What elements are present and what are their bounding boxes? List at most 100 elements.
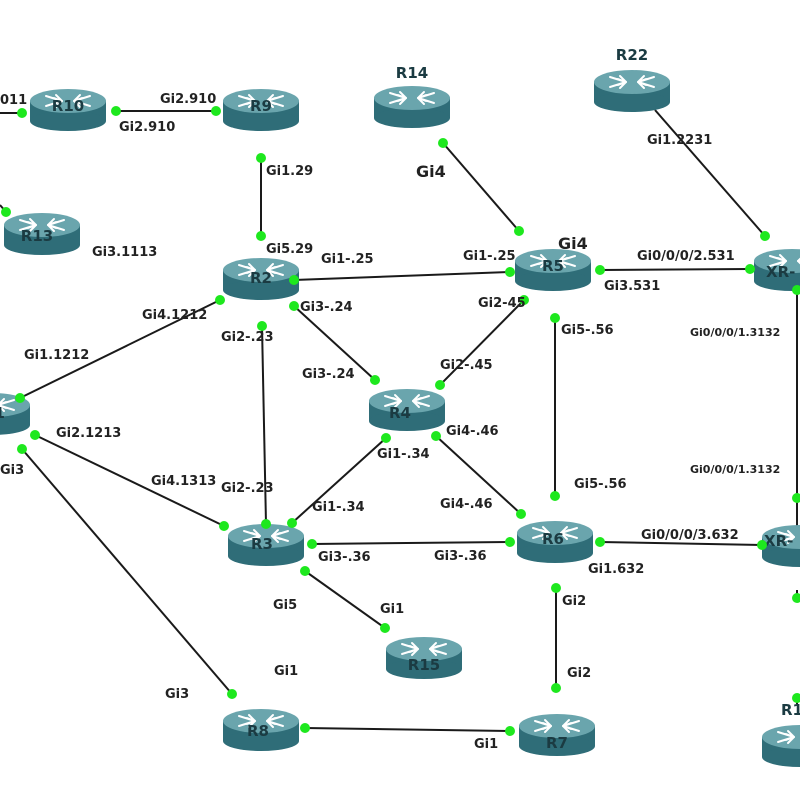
interface-label: Gi1 bbox=[380, 602, 404, 617]
router-r4[interactable]: R4 bbox=[368, 388, 446, 432]
router-r22[interactable]: R22 bbox=[593, 46, 671, 113]
link-r6-xr2[interactable] bbox=[599, 541, 763, 546]
port-dot[interactable] bbox=[256, 231, 266, 241]
port-dot[interactable] bbox=[300, 566, 310, 576]
port-dot[interactable] bbox=[111, 106, 121, 116]
port-dot[interactable] bbox=[261, 519, 271, 529]
port-dot[interactable] bbox=[300, 723, 310, 733]
port-dot[interactable] bbox=[370, 375, 380, 385]
port-dot[interactable] bbox=[431, 431, 441, 441]
router-r13[interactable]: R13 bbox=[3, 212, 81, 256]
router-r5[interactable]: R5 bbox=[514, 248, 592, 292]
port-dot[interactable] bbox=[289, 275, 299, 285]
router-r6[interactable]: R6 bbox=[516, 520, 594, 564]
router-label: R3 bbox=[251, 535, 273, 553]
port-dot[interactable] bbox=[551, 583, 561, 593]
link-r14-r5[interactable] bbox=[442, 142, 520, 232]
router-label: R5 bbox=[542, 257, 564, 275]
router-r7[interactable]: R7 bbox=[518, 713, 596, 757]
link-r1-r3[interactable] bbox=[34, 434, 225, 527]
interface-label: Gi0/0/0/2.531 bbox=[637, 249, 735, 264]
interface-label: Gi2 bbox=[567, 666, 591, 681]
port-dot[interactable] bbox=[17, 444, 27, 454]
interface-label: Gi2.910 bbox=[160, 92, 216, 107]
link-r5-xr1[interactable] bbox=[599, 268, 751, 271]
port-dot[interactable] bbox=[30, 430, 40, 440]
link-r2-r4[interactable] bbox=[293, 305, 376, 381]
port-dot[interactable] bbox=[757, 540, 767, 550]
interface-label: Gi2-45 bbox=[478, 296, 526, 311]
interface-label: Gi1 bbox=[474, 737, 498, 752]
link-r8-r7[interactable] bbox=[304, 727, 511, 732]
interface-label: Gi1-.25 bbox=[463, 249, 516, 264]
link-r22-xr1[interactable] bbox=[654, 109, 766, 237]
link-r5-r4[interactable] bbox=[439, 299, 525, 386]
port-dot[interactable] bbox=[792, 493, 800, 503]
port-dot[interactable] bbox=[289, 301, 299, 311]
router-label: R14 bbox=[396, 64, 428, 82]
interface-label: Gi5.29 bbox=[266, 242, 313, 257]
link-r2-r1[interactable] bbox=[19, 299, 221, 399]
port-dot[interactable] bbox=[514, 226, 524, 236]
router-icon bbox=[373, 85, 451, 129]
interface-label: Gi4 bbox=[416, 162, 446, 181]
link-r2-r5[interactable] bbox=[293, 271, 511, 281]
port-dot[interactable] bbox=[380, 623, 390, 633]
router-xr2[interactable]: XR- bbox=[761, 524, 800, 568]
port-dot[interactable] bbox=[211, 106, 221, 116]
port-dot[interactable] bbox=[256, 153, 266, 163]
link-r4-r3[interactable] bbox=[291, 437, 387, 524]
router-r10[interactable]: R10 bbox=[29, 88, 107, 132]
port-dot[interactable] bbox=[505, 267, 515, 277]
port-dot[interactable] bbox=[595, 537, 605, 547]
port-dot[interactable] bbox=[792, 285, 800, 295]
link-r3-r6[interactable] bbox=[311, 541, 511, 545]
port-dot[interactable] bbox=[15, 393, 25, 403]
port-dot[interactable] bbox=[550, 313, 560, 323]
router-r14[interactable]: R14 bbox=[373, 64, 451, 129]
port-dot[interactable] bbox=[257, 321, 267, 331]
port-dot[interactable] bbox=[215, 295, 225, 305]
port-dot[interactable] bbox=[227, 689, 237, 699]
port-dot[interactable] bbox=[435, 380, 445, 390]
interface-label: Gi1-.34 bbox=[312, 500, 365, 515]
port-dot[interactable] bbox=[792, 693, 800, 703]
port-dot[interactable] bbox=[1, 207, 11, 217]
interface-label: Gi1.632 bbox=[588, 562, 644, 577]
router-xr1[interactable]: XR- bbox=[753, 248, 800, 292]
port-dot[interactable] bbox=[287, 518, 297, 528]
port-dot[interactable] bbox=[550, 491, 560, 501]
port-dot[interactable] bbox=[17, 108, 27, 118]
port-dot[interactable] bbox=[760, 231, 770, 241]
port-dot[interactable] bbox=[438, 138, 448, 148]
router-label: XR- bbox=[766, 263, 795, 281]
router-r15[interactable]: R15 bbox=[385, 636, 463, 680]
link-r3-r15[interactable] bbox=[304, 570, 386, 629]
port-dot[interactable] bbox=[519, 295, 529, 305]
router-r2[interactable]: R2 bbox=[222, 257, 300, 301]
port-dot[interactable] bbox=[505, 537, 515, 547]
port-dot[interactable] bbox=[551, 683, 561, 693]
port-dot[interactable] bbox=[745, 264, 755, 274]
port-dot[interactable] bbox=[505, 726, 515, 736]
link-r4-r6[interactable] bbox=[435, 435, 522, 515]
link-r2-r3[interactable] bbox=[261, 325, 267, 525]
port-dot[interactable] bbox=[595, 265, 605, 275]
interface-label: Gi0/0/0/1.3132 bbox=[690, 326, 780, 339]
port-dot[interactable] bbox=[219, 521, 229, 531]
router-rb[interactable]: R1 bbox=[761, 701, 800, 768]
router-r9[interactable]: R9 bbox=[222, 88, 300, 132]
port-dot[interactable] bbox=[792, 593, 800, 603]
interface-label: Gi3 bbox=[0, 463, 24, 478]
router-r8[interactable]: R8 bbox=[222, 708, 300, 752]
router-r1[interactable]: R1 bbox=[0, 392, 31, 436]
port-dot[interactable] bbox=[381, 433, 391, 443]
router-label: R7 bbox=[546, 734, 568, 752]
port-dot[interactable] bbox=[516, 509, 526, 519]
interface-label: Gi2-.23 bbox=[221, 330, 274, 345]
router-r3[interactable]: R3 bbox=[227, 523, 305, 567]
port-dot[interactable] bbox=[307, 539, 317, 549]
interface-label: Gi2.1213 bbox=[56, 426, 121, 441]
link-r1-r8[interactable] bbox=[21, 448, 233, 695]
